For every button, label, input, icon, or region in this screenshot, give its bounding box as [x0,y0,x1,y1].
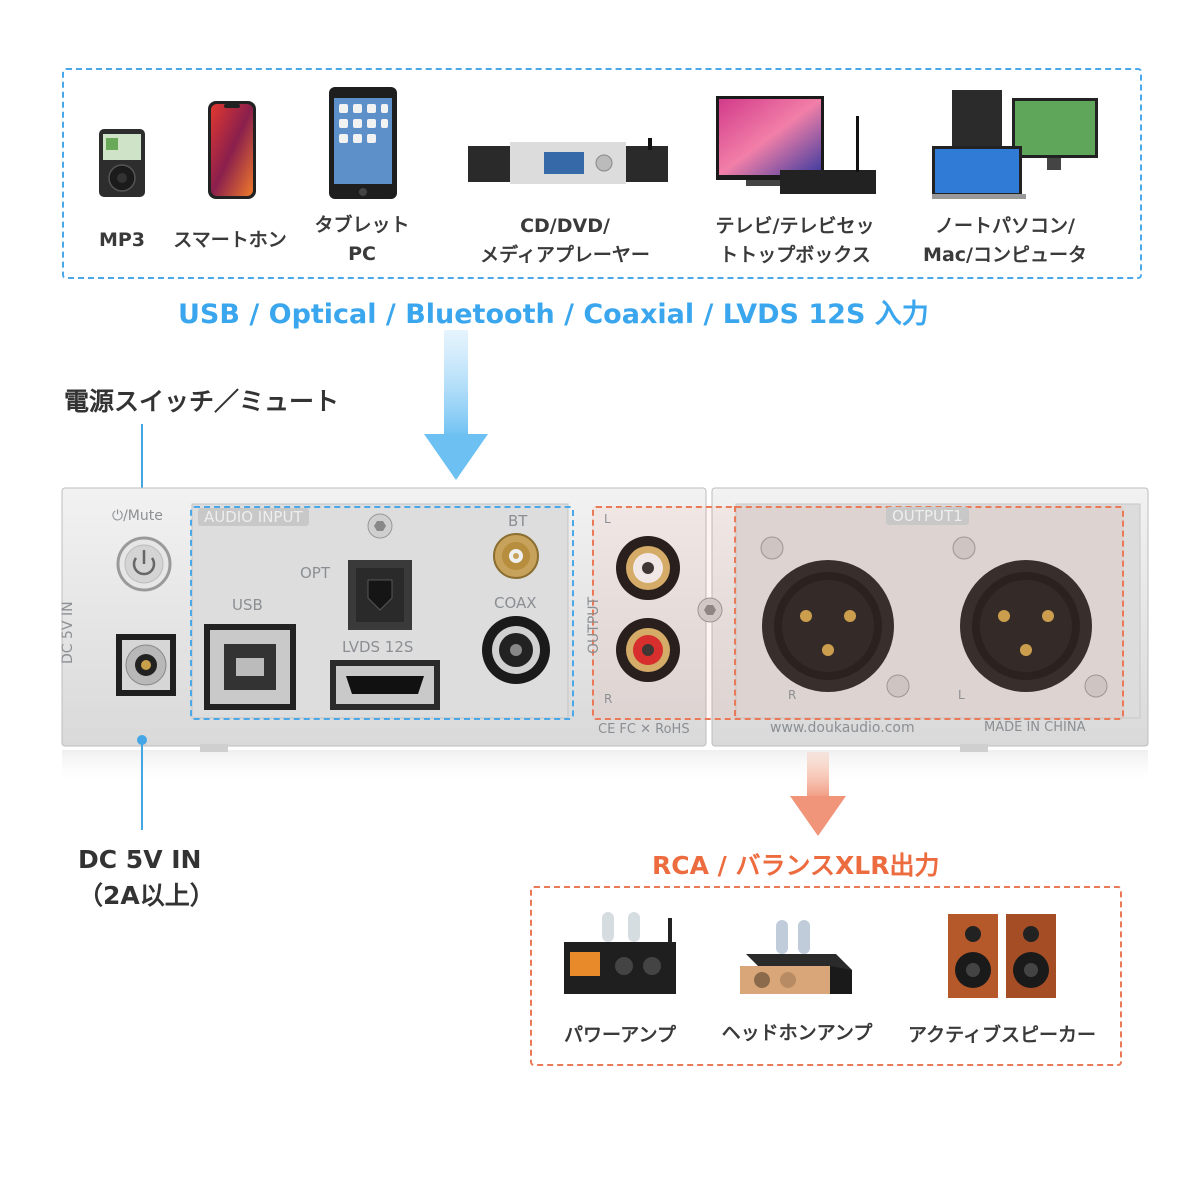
mp3-player-icon [99,129,145,197]
output-divider [734,506,736,716]
rca-l-label: L [604,512,611,526]
tv-settop-box-icon [716,96,876,194]
made-in-label: MADE IN CHINA [984,720,1086,735]
output-label-power-amp: パワーアンプ [564,1024,676,1046]
source-label-media-player: CD/DVD/ メディアプレーヤー [480,215,650,266]
rca-r-label: R [604,692,613,706]
power-amplifier-icon [564,912,676,994]
input-arrow-icon [424,330,488,480]
lvds-label: LVDS 12S [342,638,414,656]
xlr-r-label: R [788,688,797,702]
dc-input-callout: DC 5V IN （2A以上） [78,845,215,910]
headphone-amplifier-icon [740,920,852,994]
output-highlight [592,506,1124,720]
dc-panel-label: DC 5V IN [60,601,76,664]
output-label-headphone-amp: ヘッドホンアンプ [721,1022,873,1044]
audio-input-highlight [190,506,574,720]
source-label-mp3: MP3 [98,229,146,251]
output-arrow-icon [790,752,846,836]
certification-label: CE FC ✕ RoHS [598,722,690,737]
media-player-icon [468,138,668,184]
output-label-active-speaker: アクティブスピーカー [908,1024,1096,1046]
source-label-smartphone: スマートホン [173,229,287,251]
mute-label: ⏻/Mute [112,508,163,524]
output-devices-box [530,886,1122,1066]
usb-label: USB [232,596,263,614]
xlr-l-label: L [958,688,965,702]
active-speaker-icon [948,914,1056,998]
output-vertical-label: OUTPUT [586,596,602,654]
tablet-icon [329,87,397,199]
opt-label: OPT [300,564,331,582]
power-switch-callout: 電源スイッチ／ミュート [64,387,340,416]
smartphone-icon [208,101,256,199]
output-headline: RCA / バランスXLR出力 [652,851,940,880]
coax-label: COAX [494,594,537,612]
source-label-computer: ノートパソコン/ Mac/コンピュータ [923,215,1087,266]
website-label: www.doukaudio.com [770,720,915,736]
audio-input-label: AUDIO INPUT [198,508,309,526]
source-label-tv-settop-box: テレビ/テレビセッ トトップボックス [715,215,875,266]
computer-icon [932,90,1098,199]
bt-label: BT [508,512,528,530]
dac-back-panel [61,487,1149,786]
dc-callout-line [137,735,147,830]
output1-label: OUTPUT1 [886,507,969,525]
input-sources-box [62,68,1142,279]
input-headline: USB / Optical / Bluetooth / Coaxial / LV… [178,299,929,330]
source-label-tablet: タブレット PC [314,214,410,265]
